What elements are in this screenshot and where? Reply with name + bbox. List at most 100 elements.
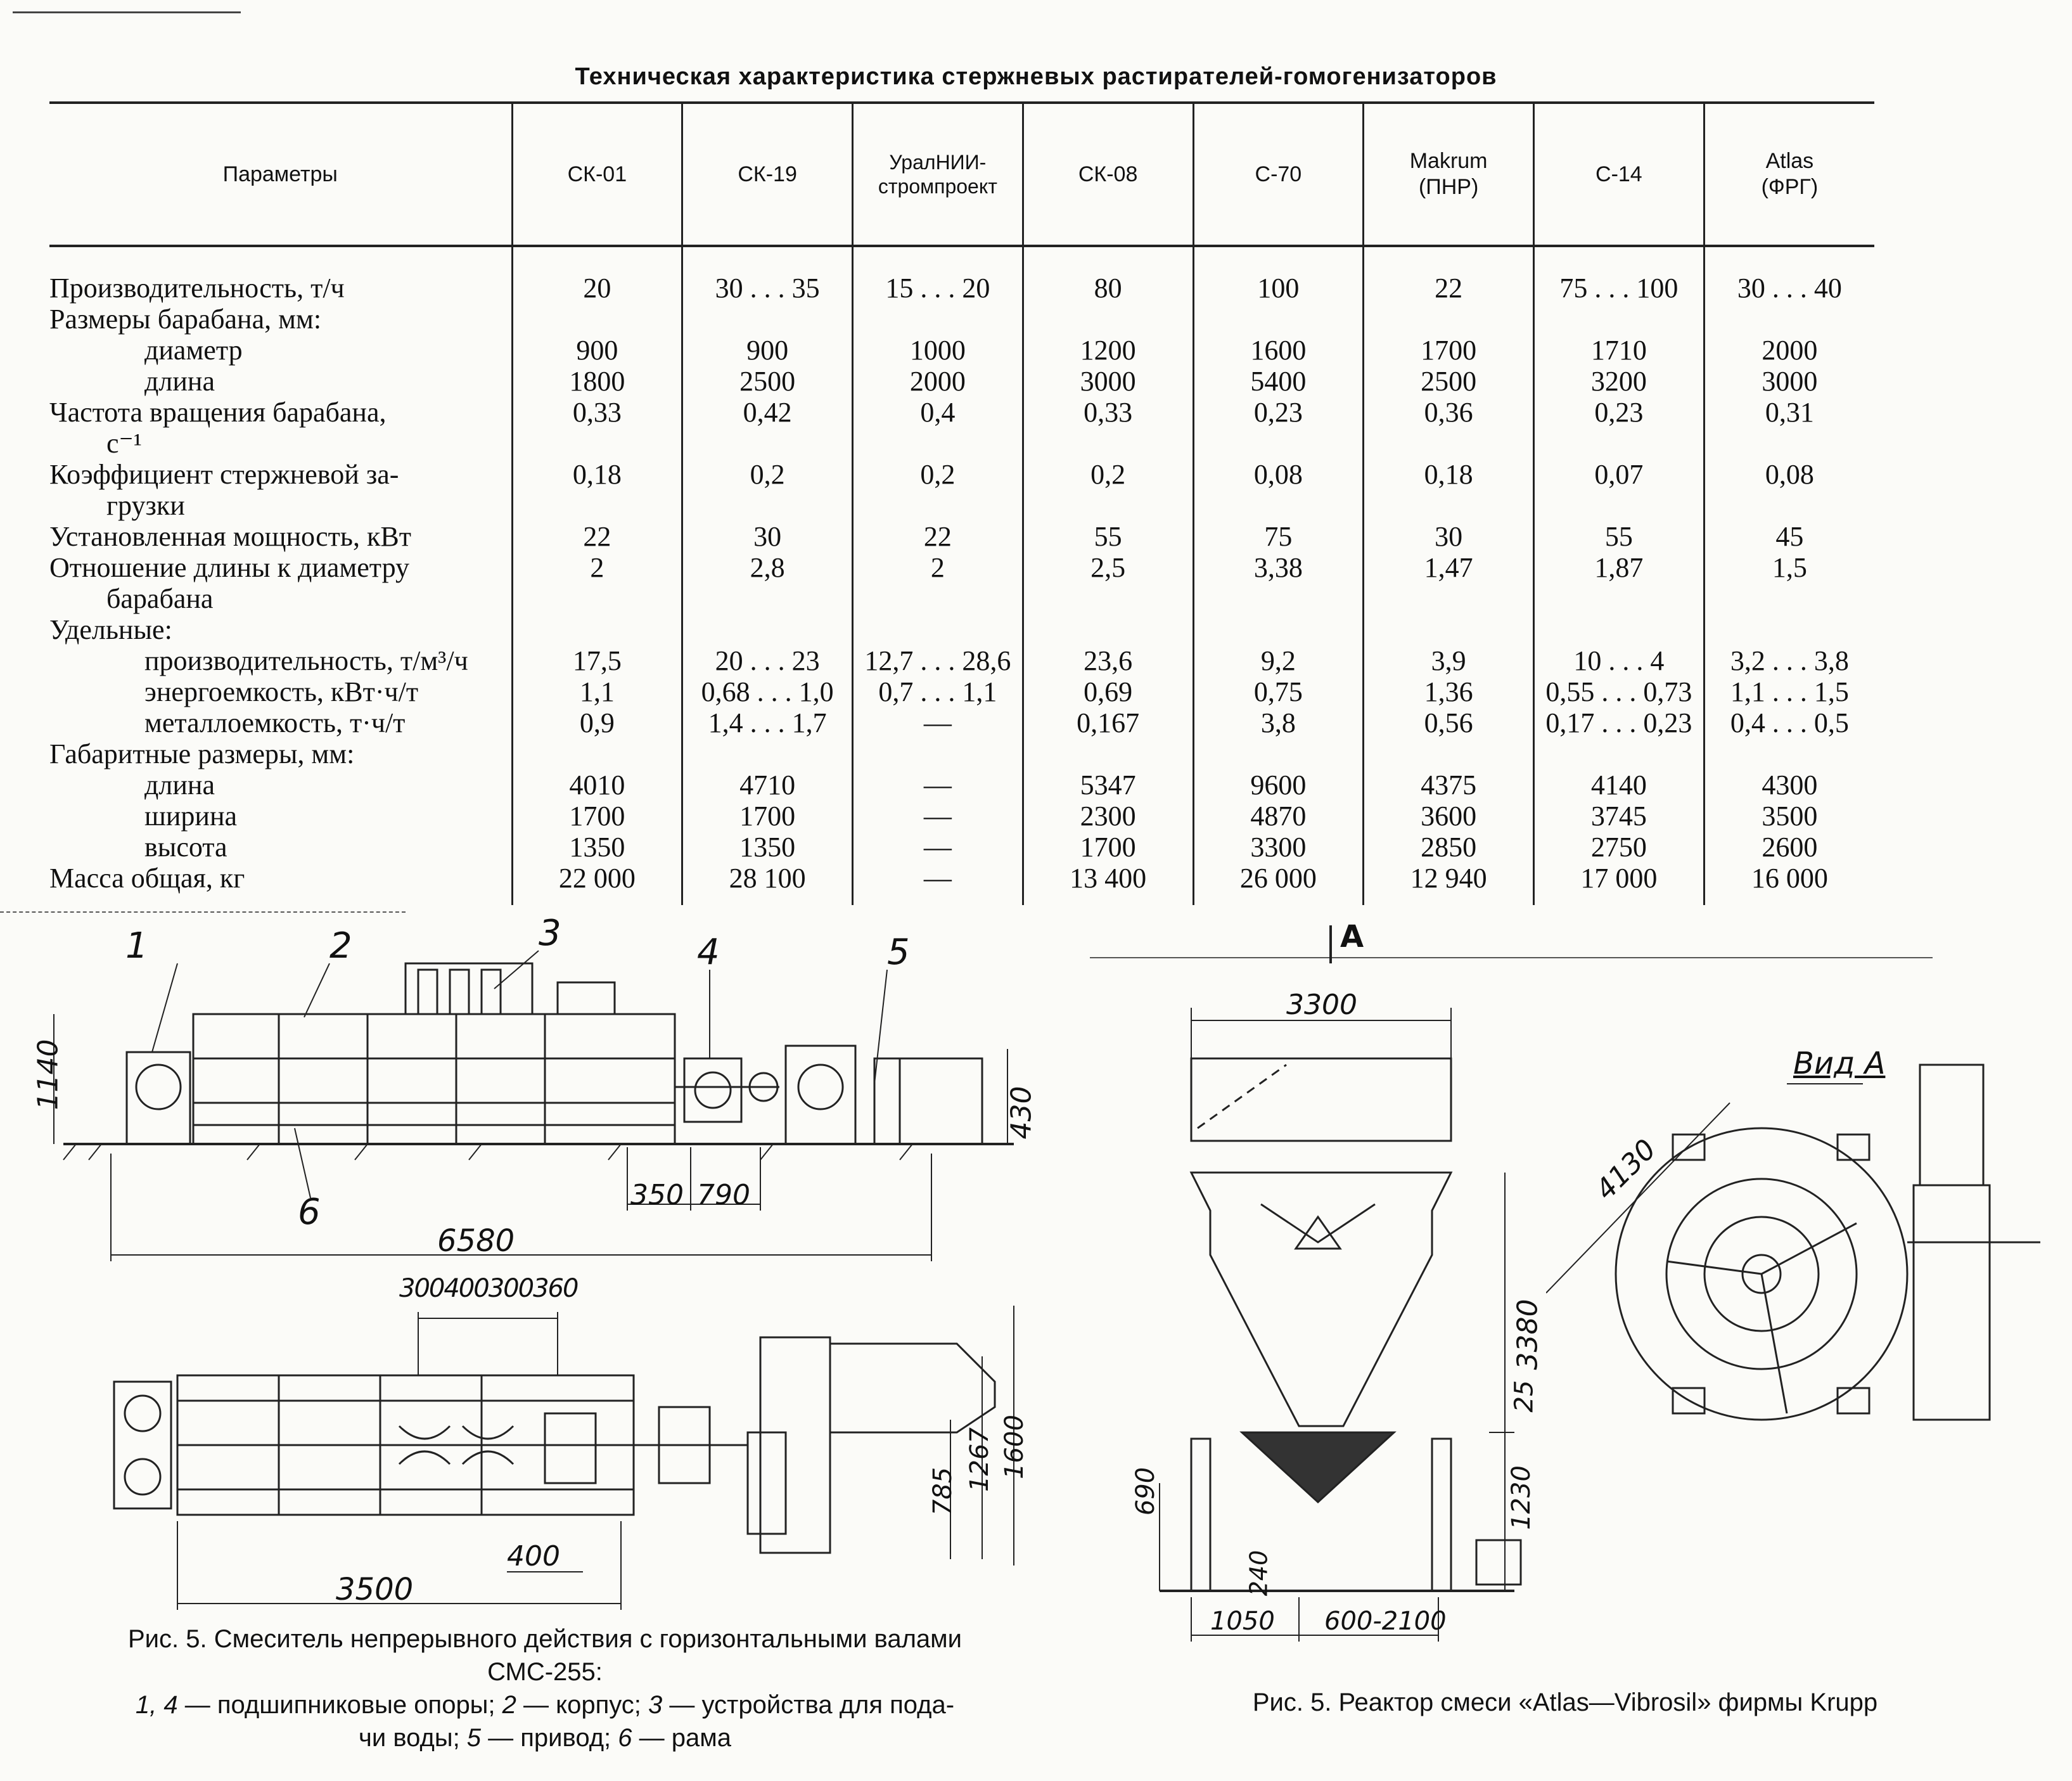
caption-model: СМС-255: [487, 1658, 603, 1686]
table-cell [1021, 304, 1193, 335]
table-cell: 0,7 . . . 1,1 [852, 676, 1023, 707]
table-cell: 3745 [1533, 800, 1704, 832]
table-cell: 80 [1021, 246, 1193, 304]
part-number: 3 [539, 913, 561, 954]
table-cell: 1000 [852, 335, 1023, 366]
table-cell: 75 . . . 100 [1533, 246, 1704, 304]
table-cell [852, 614, 1023, 645]
table-cell: 0,55 . . . 0,73 [1533, 676, 1704, 707]
table-cell: 2500 [1362, 366, 1534, 397]
mixer-top-drawing: 300400300360 785 1267 1600 400 3500 [101, 1274, 1029, 1635]
table-cell: 4140 [1533, 769, 1704, 800]
table-cell: 1200 [1021, 335, 1193, 366]
table-cell: 55 [1021, 521, 1193, 552]
table-cell [681, 304, 853, 335]
table-cell: 0,75 [1192, 676, 1364, 707]
table-cell [1533, 738, 1704, 769]
table-cell: 0,4 . . . 0,5 [1703, 707, 1874, 738]
table-cell: 45 [1703, 521, 1874, 552]
table-cell: 1700 [681, 800, 853, 832]
table-cell: 1,87 [1533, 552, 1704, 614]
table-cell [1703, 614, 1874, 645]
table-cell: 30 . . . 40 [1703, 246, 1874, 304]
table-cell: 12 940 [1362, 863, 1534, 905]
dimension: 1050 [1210, 1607, 1275, 1636]
table-cell: 1,36 [1362, 676, 1534, 707]
dimension: 3380 [1511, 1299, 1544, 1370]
col-header-params: Параметры [49, 101, 512, 247]
table-cell: 2,8 [681, 552, 853, 614]
table-cell: 4010 [511, 769, 682, 800]
table-cell [681, 614, 853, 645]
table-cell [1362, 304, 1534, 335]
view-marker: A [1340, 919, 1364, 955]
row-label: Удельные: [49, 614, 172, 645]
table-cell: 0,23 [1192, 397, 1364, 459]
table-cell: 3,38 [1192, 552, 1364, 614]
caption-legend: 1, 4 — подшипниковые опоры; 2 — корпус; … [135, 1691, 955, 1719]
row-label: длина [144, 366, 215, 397]
dimension: 690 [1131, 1467, 1161, 1516]
table-cell: 22 [852, 521, 1023, 552]
part-number: 6 [298, 1192, 321, 1233]
table-cell: 0,31 [1703, 397, 1874, 459]
dimension: 350 [630, 1179, 684, 1211]
table-cell: 30 . . . 35 [681, 246, 853, 304]
divider [0, 911, 406, 913]
view-label: Вид А [1793, 1046, 1886, 1081]
table-row: Габаритные размеры, мм: [49, 738, 1874, 769]
table-cell [1703, 738, 1874, 769]
fig-left-caption: Рис. 5. Смеситель непрерывного действия … [44, 1623, 1046, 1754]
col-header: УралНИИ- стромпроект [852, 101, 1023, 247]
row-label: длина [144, 769, 215, 800]
table-cell: 0,69 [1021, 676, 1193, 707]
table-cell [511, 614, 682, 645]
dimension: 600-2100 [1324, 1607, 1447, 1636]
row-label: Установленная мощность, кВт [49, 521, 411, 552]
table-cell [1021, 614, 1193, 645]
table-cell [681, 738, 853, 769]
dimension: 3300 [1286, 989, 1357, 1021]
table-cell: 5400 [1192, 366, 1364, 397]
table-cell: 2300 [1021, 800, 1193, 832]
table-cell: 3200 [1533, 366, 1704, 397]
table-cell: 4300 [1703, 769, 1874, 800]
table-cell: 4870 [1192, 800, 1364, 832]
table-cell: 1,47 [1362, 552, 1534, 614]
table-cell: 1,1 . . . 1,5 [1703, 676, 1874, 707]
table-cell: — [852, 800, 1023, 832]
dimension: 790 [697, 1179, 750, 1211]
spec-table: Параметры СК-01 СК-19 УралНИИ- стромпрое… [49, 101, 1874, 905]
table-cell: 0,17 . . . 0,23 [1533, 707, 1704, 738]
table-cell: 0,56 [1362, 707, 1534, 738]
table-cell: — [852, 863, 1023, 905]
table-header-row: Параметры СК-01 СК-19 УралНИИ- стромпрое… [49, 101, 1874, 247]
table-cell: 0,167 [1021, 707, 1193, 738]
table-cell: 900 [681, 335, 853, 366]
table-cell: 0,42 [681, 397, 853, 459]
reactor-view-a-drawing: Вид А 4130 [1546, 1027, 2040, 1470]
table-cell: 1800 [511, 366, 682, 397]
dimension: 1140 [32, 1039, 65, 1110]
table-cell: 2000 [1703, 335, 1874, 366]
table-cell: 16 000 [1703, 863, 1874, 905]
row-label: производительность, т/м³/ч [144, 645, 468, 676]
col-header: Makrum (ПНР) [1362, 101, 1534, 247]
col-header: С-70 [1192, 101, 1364, 247]
col-header: СК-01 [511, 101, 682, 247]
row-label: металлоемкость, т·ч/т [144, 707, 406, 738]
fig-right-caption: Рис. 5. Реактор смеси «Atlas—Vibrosil» ф… [1252, 1688, 1878, 1716]
col-header: СК-19 [681, 101, 853, 247]
table-cell: 4375 [1362, 769, 1534, 800]
table-cell: 23,6 [1021, 645, 1193, 676]
